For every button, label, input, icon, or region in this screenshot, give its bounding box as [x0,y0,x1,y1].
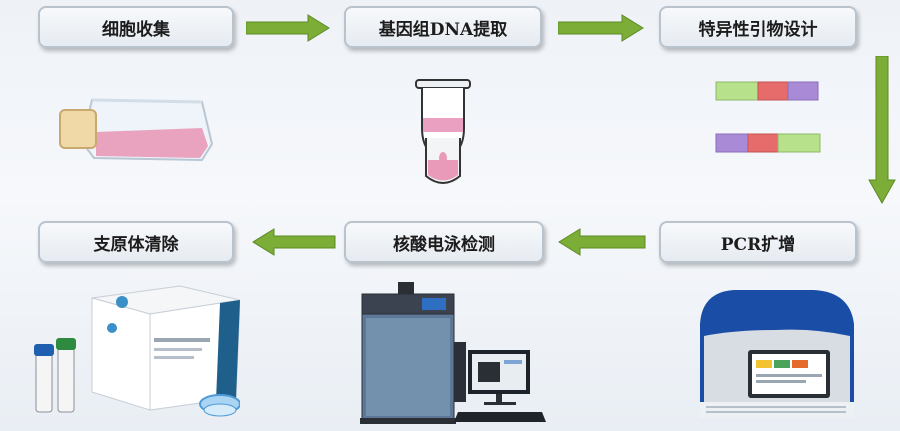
step-cell-collection: 细胞收集 [38,6,234,48]
arrow-right-icon [558,14,644,42]
step-electrophoresis: 核酸电泳检测 [344,221,544,263]
step-primer-design: 特异性引物设计 [659,6,857,48]
gel-imaging-system-icon [360,282,546,424]
arrow-down-icon [868,56,896,204]
pcr-thermal-cycler-icon [700,290,854,418]
step-label: 核酸电泳检测 [393,234,495,255]
spin-column-tube-icon [415,79,471,184]
arrow-left-icon [558,228,646,256]
step-label: 基因组DNA提取 [378,19,508,40]
arrow-right-icon [246,14,330,42]
step-label: 支原体清除 [93,234,179,255]
step-pcr: PCR扩增 [659,221,857,263]
step-label: 细胞收集 [102,19,170,40]
primer-bars-icon [715,81,821,153]
step-mycoplasma-removal: 支原体清除 [38,221,234,263]
step-dna-extraction: 基因组DNA提取 [344,6,542,48]
cell-culture-flask-icon [59,98,214,162]
arrow-left-icon [252,228,336,256]
step-label: 特异性引物设计 [698,19,818,40]
elimination-kit-box-icon [34,285,240,417]
step-label: PCR扩增 [720,234,796,255]
